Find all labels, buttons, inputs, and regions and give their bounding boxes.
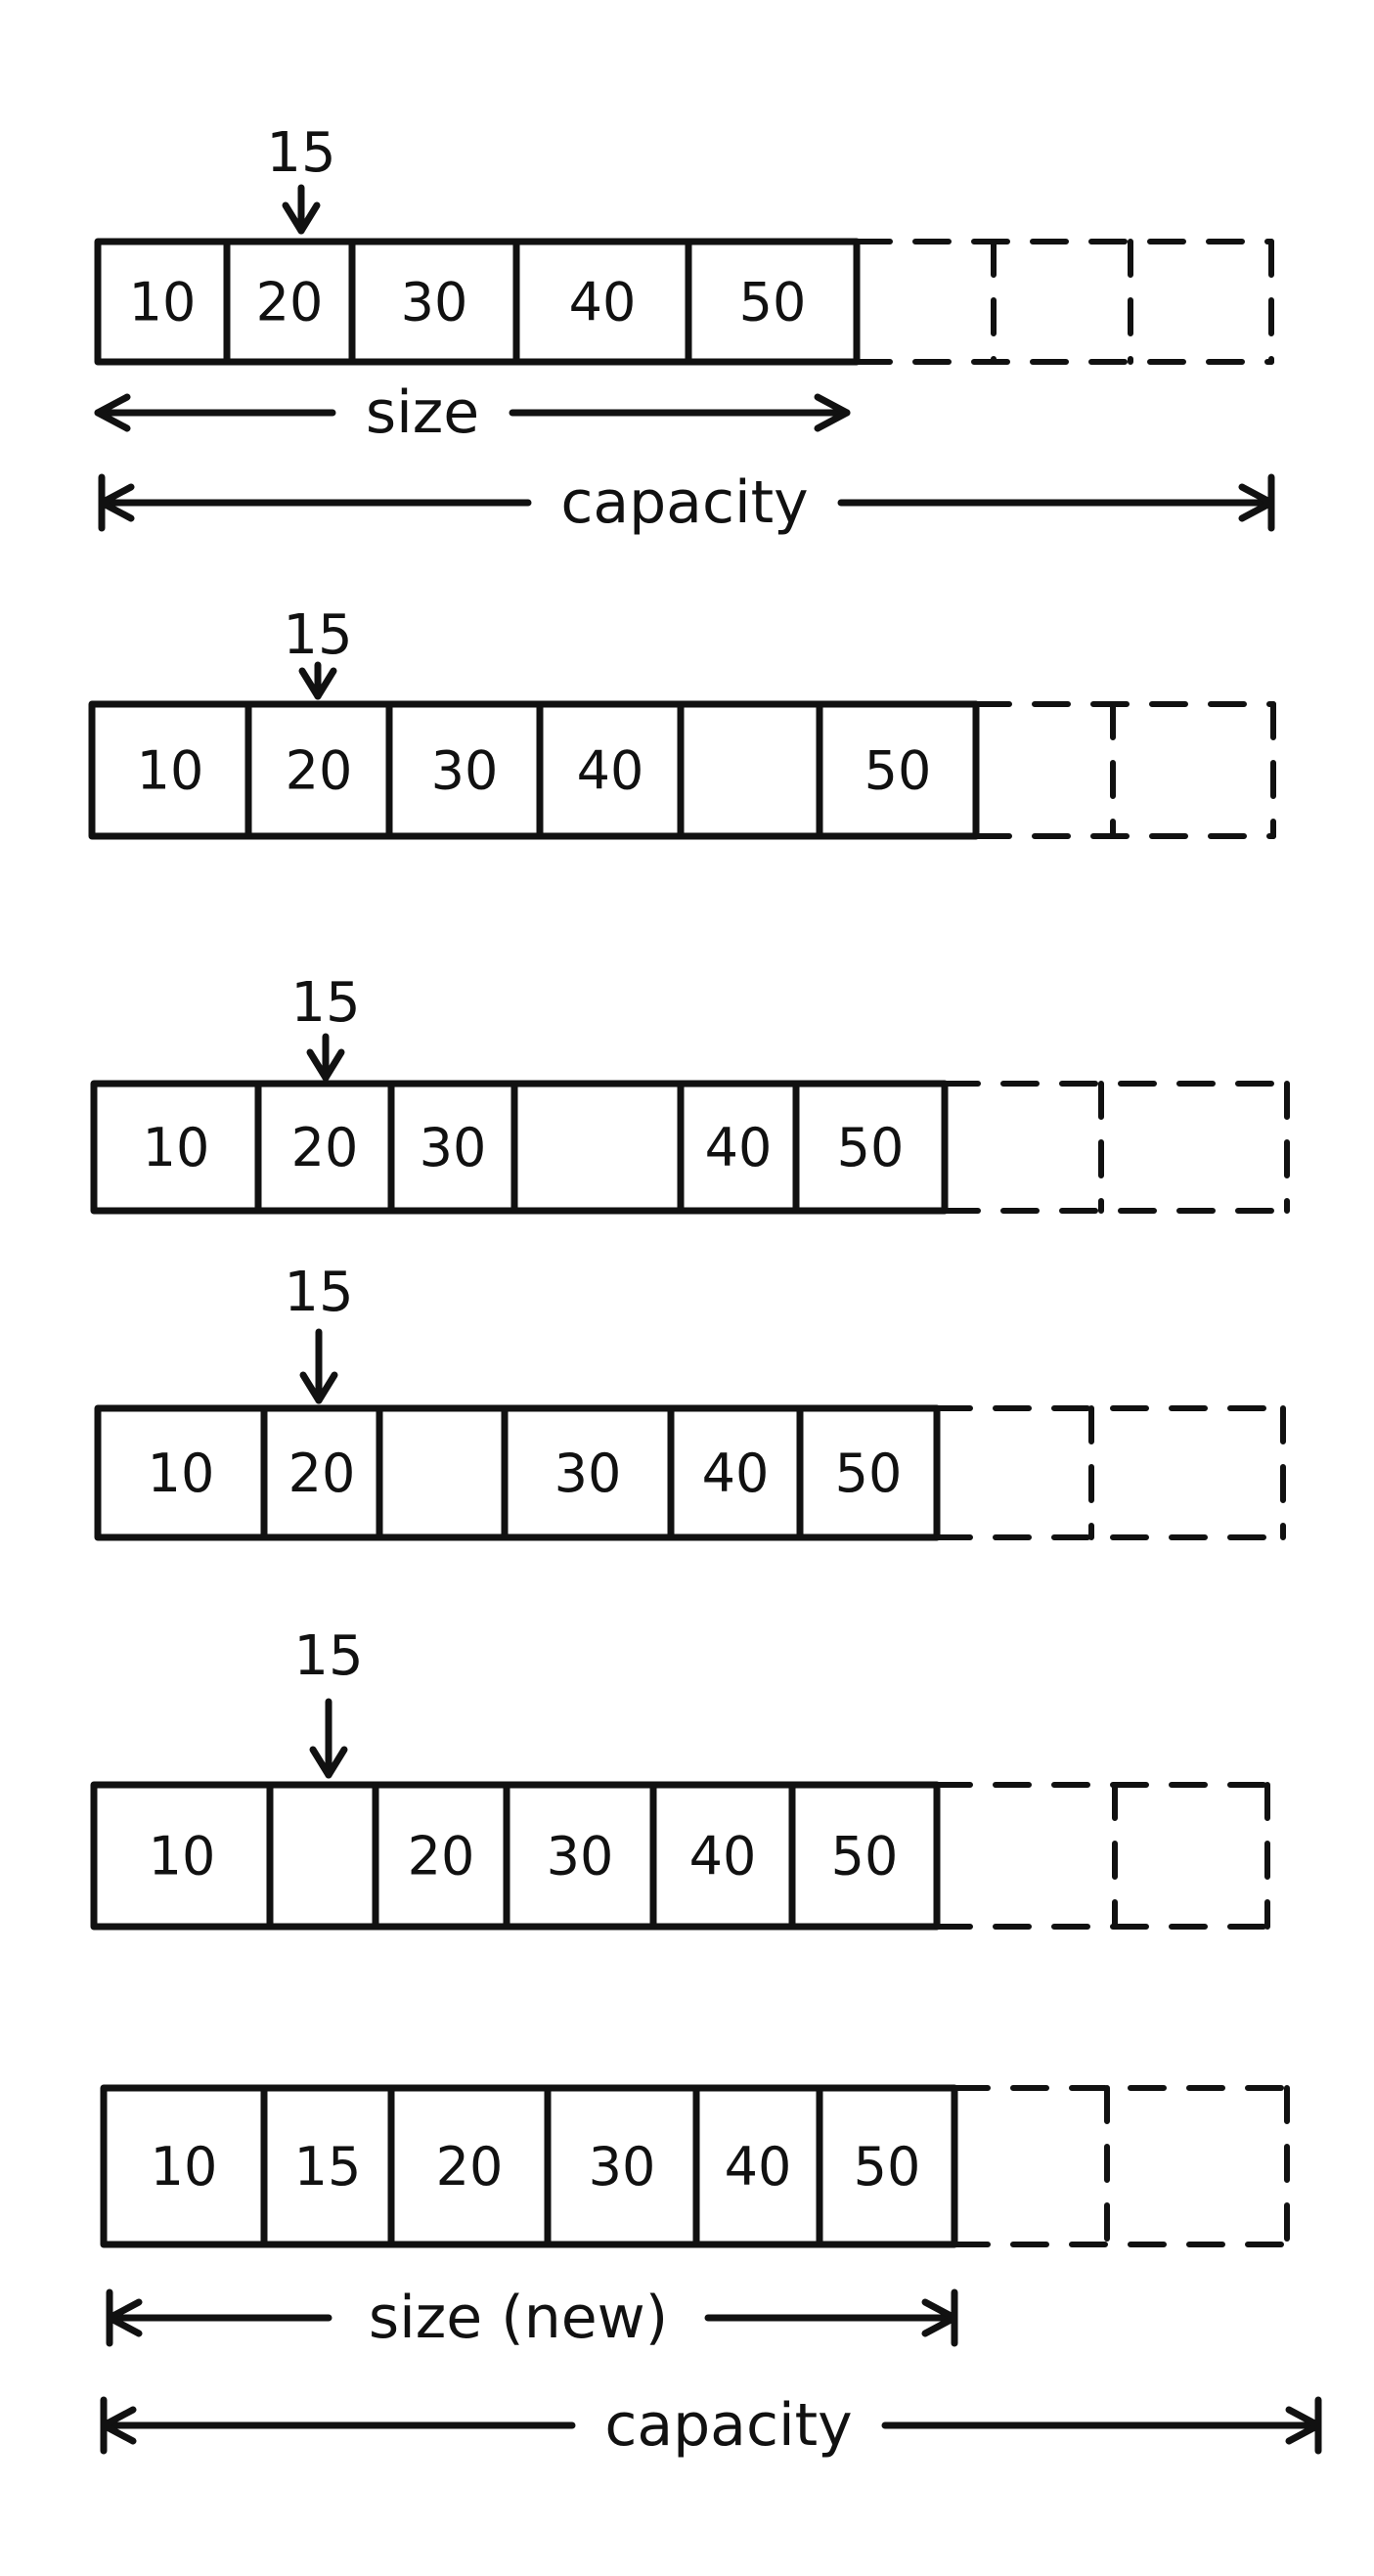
insert-value-label: 15 (293, 1624, 363, 1688)
array-cell-value: 40 (689, 1826, 757, 1888)
array-cell-value: 50 (835, 1443, 903, 1504)
array-cell-value: 10 (149, 1826, 216, 1888)
insert-value-label: 15 (266, 121, 335, 185)
array-cell-value: 10 (143, 1117, 210, 1178)
array-cell-value: 20 (291, 1117, 359, 1178)
array-cell-value: 50 (864, 740, 932, 802)
array-cell-value: 50 (739, 272, 807, 333)
array-step-3: 15 10 20 30 40 50 (90, 971, 1290, 1215)
array-cell-value: 20 (408, 1826, 475, 1888)
unused-capacity-slots (973, 701, 1276, 839)
dimension-label: capacity (604, 2391, 852, 2460)
array-cell-value: 30 (547, 1826, 614, 1888)
array-step-5: 15 10 20 30 40 50 (90, 1624, 1270, 1931)
dimension-label: size (366, 378, 479, 447)
array-cell-value: 30 (589, 2136, 656, 2198)
array-cell-value: 10 (148, 1443, 215, 1504)
array-frame (100, 2084, 958, 2248)
array-cell-value: 50 (854, 2136, 921, 2198)
array-step-6: 10 15 20 30 40 50 size (new) capacity (100, 2084, 1322, 2460)
dimension-label: size (new) (369, 2284, 668, 2352)
insert-value-label: 15 (290, 971, 360, 1035)
insert-arrow-head (306, 1048, 345, 1082)
unused-capacity-slots (942, 1081, 1290, 1214)
array-frame (88, 700, 980, 840)
array-cell-value: 15 (294, 2136, 362, 2198)
unused-capacity-slots (934, 1782, 1270, 1930)
dimension-arrow-left (94, 393, 131, 432)
array-step-4: 15 10 20 30 40 50 (94, 1261, 1286, 1541)
insert-value-label: 15 (283, 603, 352, 667)
array-cell-value: 20 (256, 272, 324, 333)
dimension-size: size (new) (106, 2284, 958, 2352)
dimension-capacity: capacity (100, 2391, 1322, 2460)
array-cell-value: 30 (431, 740, 499, 802)
array-frame (90, 1080, 949, 1215)
dimension-arrow-right (814, 393, 851, 432)
array-cell-value: 50 (831, 1826, 899, 1888)
array-frame (94, 238, 861, 366)
array-frame (94, 1404, 941, 1541)
array-cell-value: 40 (705, 1117, 773, 1178)
array-cell-value: 20 (288, 1443, 356, 1504)
insert-arrow-head (298, 667, 337, 700)
array-cell-value: 30 (420, 1117, 487, 1178)
array-cell-value: 30 (401, 272, 468, 333)
array-step-2: 15 10 20 30 40 50 (88, 603, 1276, 840)
unused-capacity-slots (854, 239, 1274, 365)
array-cell-value: 20 (436, 2136, 504, 2198)
array-cell-value: 40 (702, 1443, 770, 1504)
array-step-1: 15 10 20 30 40 50 size capacity (94, 121, 1275, 537)
array-cell-value: 10 (151, 2136, 218, 2198)
dimension-label: capacity (560, 468, 808, 537)
array-cell-value: 20 (286, 740, 353, 802)
unused-capacity-slots (934, 1405, 1286, 1540)
array-cell-value: 10 (137, 740, 204, 802)
insert-value-label: 15 (284, 1261, 353, 1324)
array-cell-value: 10 (129, 272, 197, 333)
insert-arrow-head (299, 1371, 338, 1404)
insert-arrow-head (309, 1746, 348, 1779)
array-cell-value: 40 (569, 272, 637, 333)
array-cell-value: 50 (837, 1117, 905, 1178)
array-frame (90, 1781, 941, 1931)
array-cell-value: 40 (577, 740, 644, 802)
insert-arrow-head (282, 201, 321, 235)
dimension-size: size (94, 378, 851, 447)
dimension-capacity: capacity (98, 468, 1275, 537)
unused-capacity-slots (952, 2085, 1290, 2247)
array-cell-value: 40 (725, 2136, 792, 2198)
array-cell-value: 30 (554, 1443, 622, 1504)
